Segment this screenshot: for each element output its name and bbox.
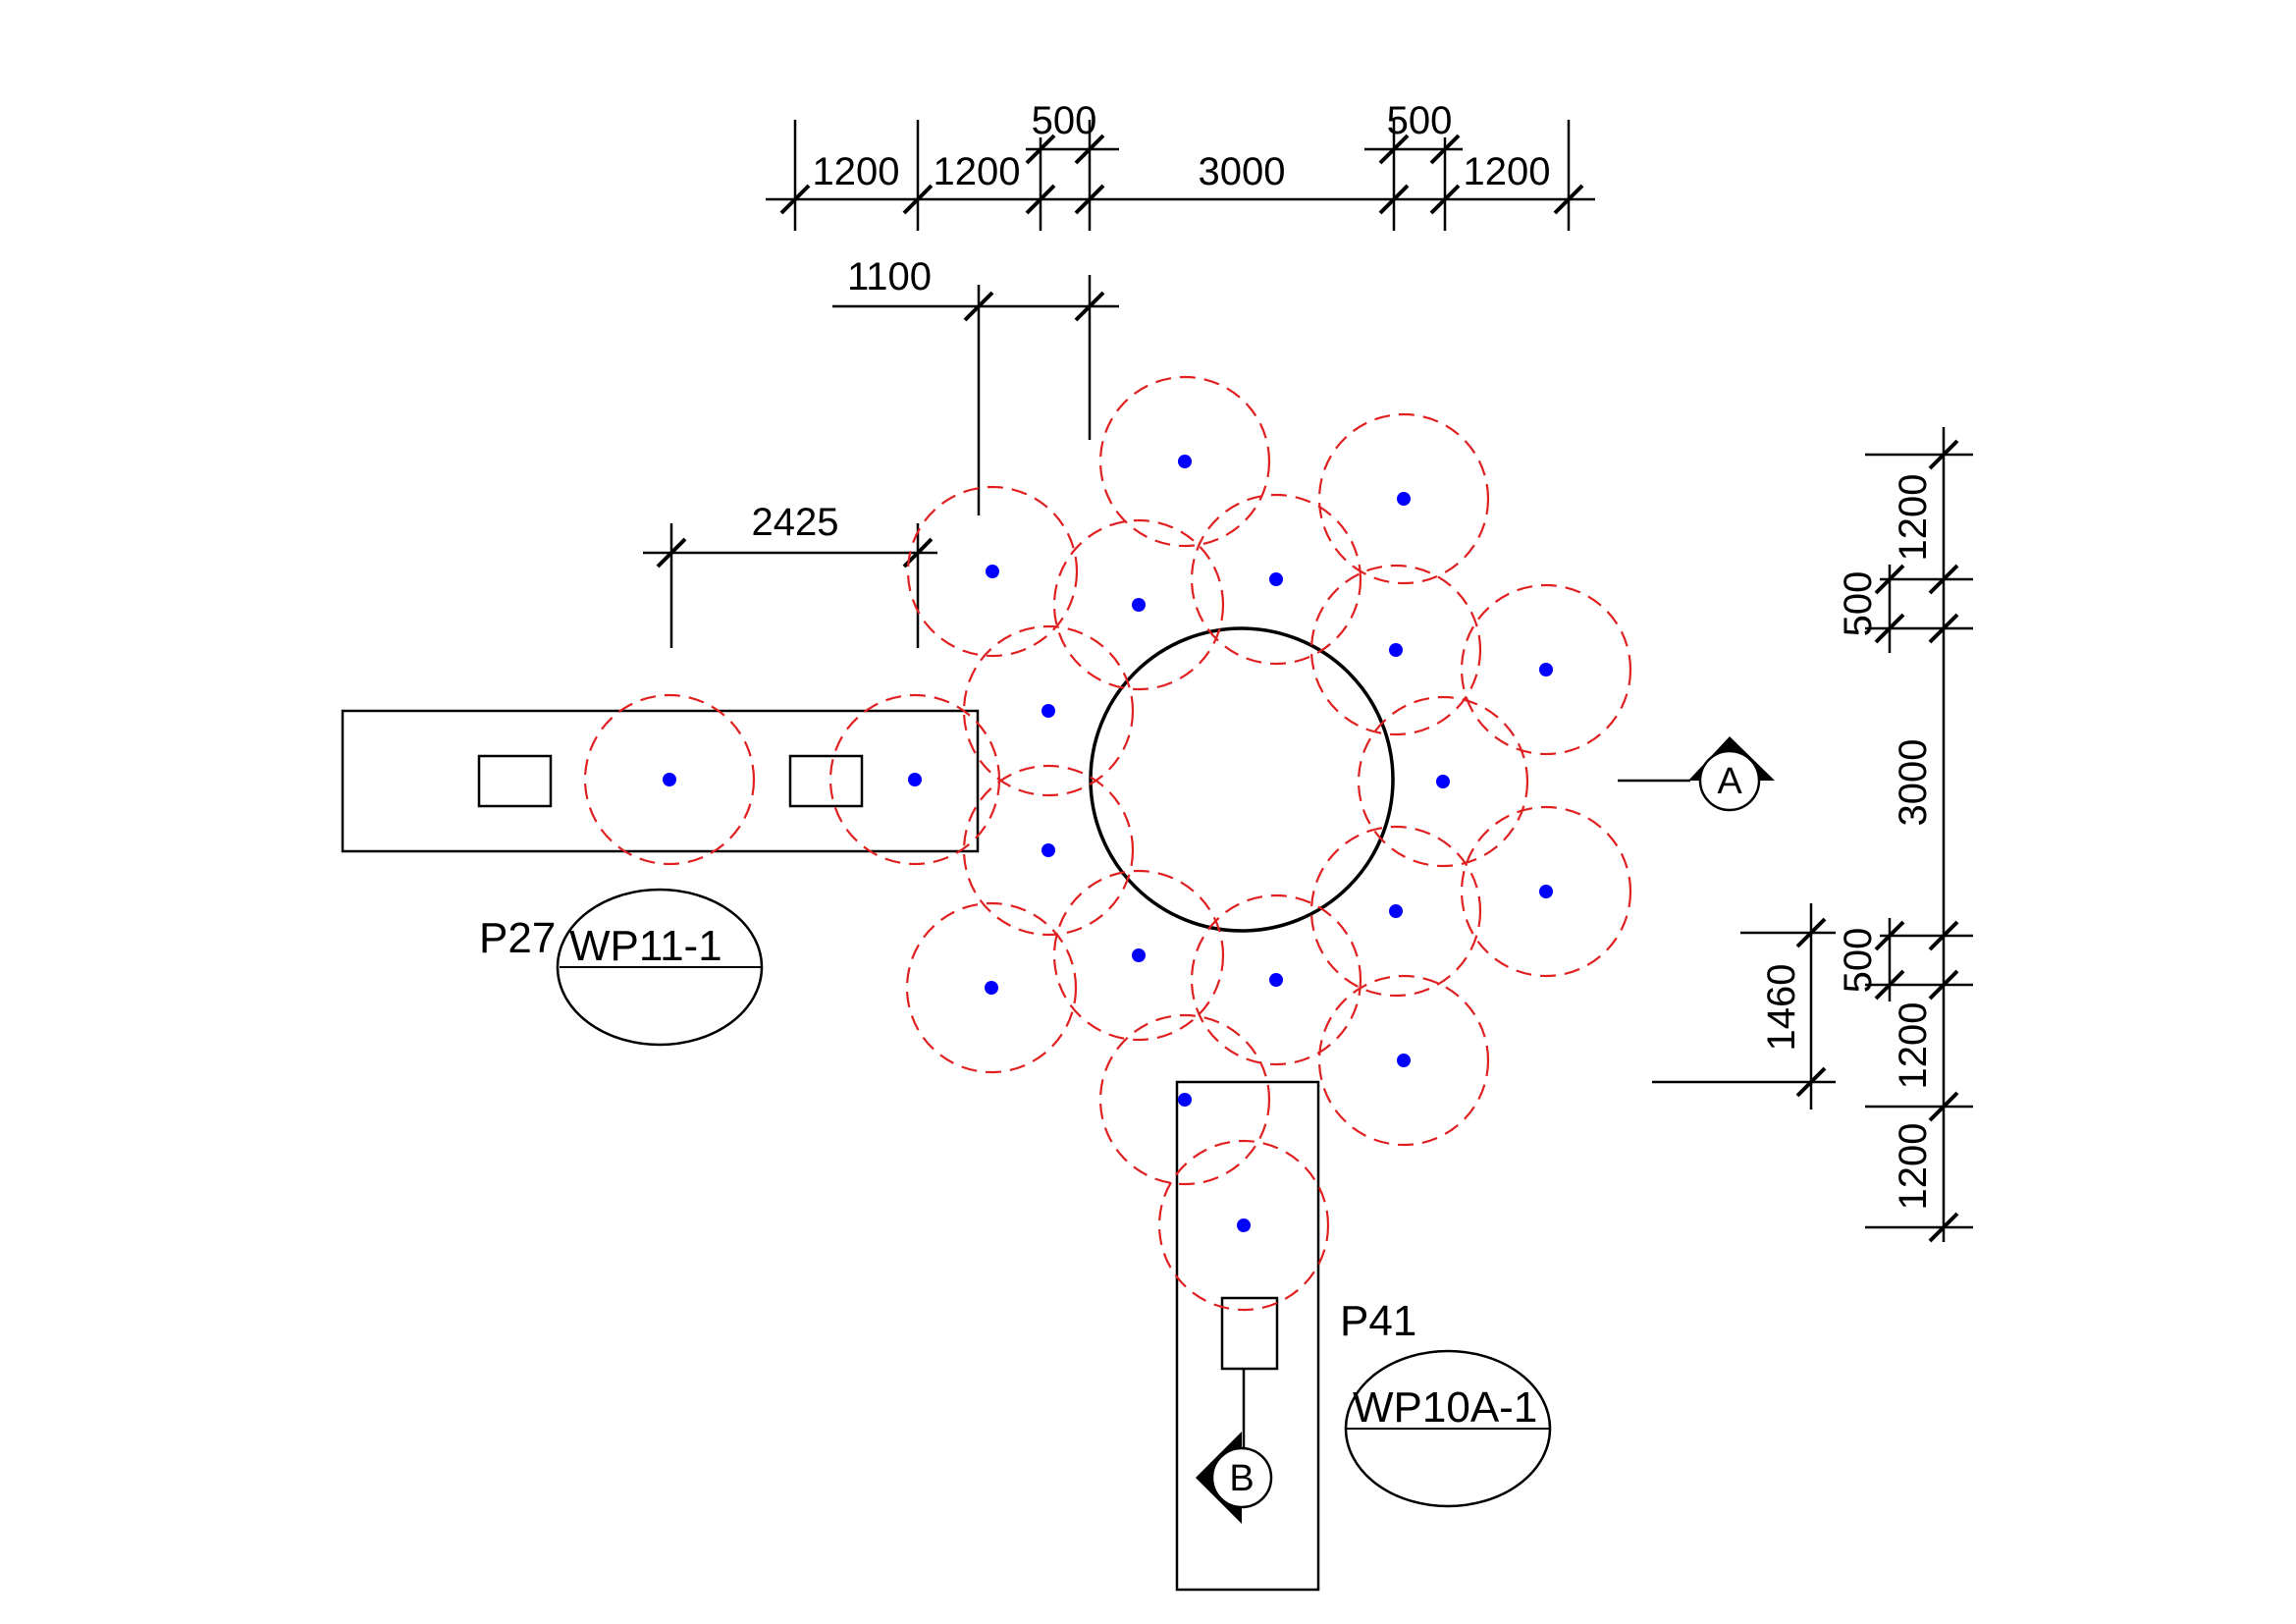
pile-outline <box>1052 869 1225 1042</box>
pile-center <box>1539 663 1553 677</box>
dim-1100-lines <box>832 275 1119 515</box>
pile-center <box>1539 885 1553 898</box>
pile-center <box>1178 455 1192 468</box>
pile-outline <box>1317 974 1490 1147</box>
dim-right-1200-a: 1200 <box>1892 474 1935 562</box>
column-p41 <box>1220 1296 1279 1371</box>
pile-center <box>1397 492 1411 506</box>
label-wp11: WP11-1 <box>569 922 722 970</box>
pile-outline <box>583 693 756 866</box>
section-mark-b: B <box>1196 1432 1273 1524</box>
pile-outline <box>1190 493 1362 666</box>
pile-outline <box>1157 1139 1330 1312</box>
dim-right-1200-c: 1200 <box>1892 1123 1935 1211</box>
column-p27-a <box>477 754 553 808</box>
pile-center <box>1436 775 1450 788</box>
label-p41: P41 <box>1340 1297 1416 1345</box>
column-p27-b <box>788 754 864 808</box>
dim-top-3000: 3000 <box>1199 150 1286 193</box>
foundation-outlines <box>341 626 1395 1592</box>
dim-2425: 2425 <box>752 501 839 544</box>
pile-center <box>1041 843 1055 857</box>
pile-outline <box>1098 1013 1271 1186</box>
pile-center <box>1269 572 1283 586</box>
pile-center <box>986 565 999 578</box>
pile-outline <box>962 764 1135 937</box>
pile-outline <box>905 901 1078 1074</box>
pile-outline <box>962 624 1135 797</box>
pile-center <box>1389 904 1403 918</box>
dim-1460: 1460 <box>1760 964 1803 1052</box>
right-dimension-chain <box>1865 427 1973 1243</box>
pile-outline <box>1098 375 1271 548</box>
pile-outline <box>1357 695 1529 868</box>
beam-p27 <box>341 709 980 853</box>
dim-top-1200-c: 1200 <box>1464 150 1551 193</box>
tag-ellipse-wp10a <box>1344 1349 1552 1508</box>
pile-outline <box>1309 825 1482 998</box>
dim-1100: 1100 <box>847 255 932 298</box>
pile-center <box>1132 598 1146 612</box>
pile-outline <box>1317 412 1490 585</box>
pile-outline <box>1052 518 1225 691</box>
pile-center <box>1397 1054 1411 1067</box>
dim-top-1200-b: 1200 <box>934 150 1021 193</box>
pile-outline <box>1460 805 1632 978</box>
section-mark-b-letter: B <box>1229 1458 1254 1499</box>
section-mark-a-letter: A <box>1717 761 1742 802</box>
dim-right-500-a: 500 <box>1837 571 1880 637</box>
pile-center <box>1269 973 1283 987</box>
pile-center <box>1237 1218 1251 1232</box>
label-wp10a: WP10A-1 <box>1353 1383 1537 1432</box>
dim-top-500-b: 500 <box>1387 99 1453 142</box>
dim-right-500-b: 500 <box>1837 928 1880 994</box>
top-dimension-chain <box>766 120 1595 231</box>
pile-outline <box>1460 583 1632 756</box>
pile-outline <box>1309 564 1482 736</box>
pile-group <box>583 375 1632 1312</box>
pile-center <box>1178 1093 1192 1107</box>
dim-top-1200-a: 1200 <box>813 150 900 193</box>
dim-top-500-a: 500 <box>1032 99 1097 142</box>
dim-right-3000: 3000 <box>1892 739 1935 827</box>
pile-center <box>1041 704 1055 718</box>
pile-outline <box>828 693 1001 866</box>
beam-p41 <box>1175 1080 1320 1592</box>
dim-right-1200-b: 1200 <box>1892 1002 1935 1090</box>
pile-center <box>1389 643 1403 657</box>
pile-outline <box>906 485 1079 658</box>
pile-center <box>908 773 922 786</box>
dim-1460-lines <box>1652 903 1836 1110</box>
label-p27: P27 <box>479 914 556 962</box>
pile-center <box>1132 948 1146 962</box>
pile-center <box>985 981 998 995</box>
pile-outline <box>1190 893 1362 1066</box>
pile-center <box>663 773 676 786</box>
central-shaft <box>1089 626 1395 933</box>
section-mark-a: A <box>1618 736 1775 812</box>
